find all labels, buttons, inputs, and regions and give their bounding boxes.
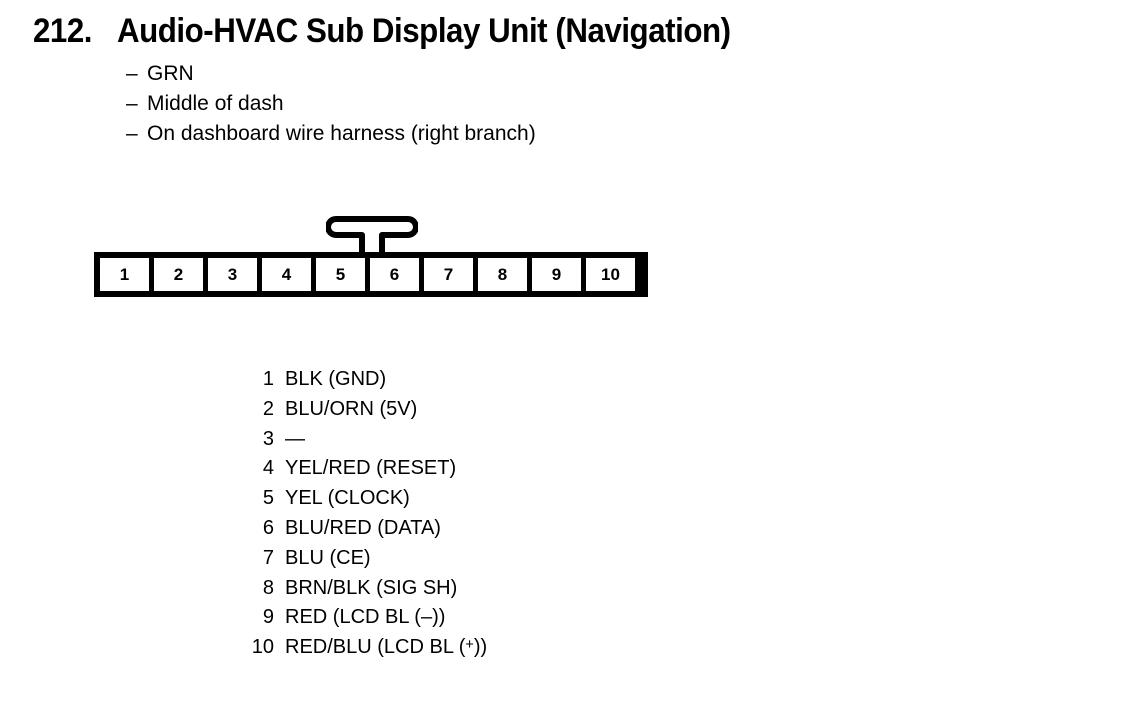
- pin-number: 6: [389, 265, 400, 284]
- legend-pin-label: BLK (GND): [285, 368, 387, 390]
- section-number: 212.: [33, 12, 93, 50]
- legend-pin-number: 9: [262, 606, 274, 629]
- legend-pin-number: 2: [262, 397, 274, 420]
- pin-number: 10: [601, 265, 620, 284]
- legend-row: 8 BRN/BLK (SIG SH): [248, 577, 487, 607]
- legend-pin-label: BLU/ORN (5V): [285, 397, 418, 420]
- page-title: 212. Audio-HVAC Sub Display Unit (Naviga…: [33, 12, 784, 51]
- note-text: Middle of dash: [147, 92, 284, 115]
- dash-bullet-icon: –: [126, 62, 138, 85]
- pin-cavity: 3: [208, 258, 257, 291]
- legend-pin-label: RED (LCD BL (–)): [285, 606, 446, 629]
- pin-number: 7: [443, 265, 454, 284]
- legend-pin-number: 6: [262, 516, 274, 539]
- legend-pin-number: 8: [262, 576, 274, 599]
- pin-cavity: 6: [370, 258, 419, 291]
- legend-pin-label: BRN/BLK (SIG SH): [285, 576, 458, 599]
- pin-cavity: 2: [154, 258, 203, 291]
- legend-row: 7 BLU (CE): [248, 547, 487, 577]
- pin-cavity: 8: [478, 258, 527, 291]
- pin-cavity: 5: [316, 258, 365, 291]
- note-item: – Middle of dash: [126, 92, 536, 122]
- pin-cavity: 9: [532, 258, 581, 291]
- legend-pin-label: BLU (CE): [285, 546, 371, 569]
- legend-pin-number: 4: [262, 457, 274, 480]
- legend-row: 5 YEL (CLOCK): [248, 487, 487, 517]
- connector-lock-tab-icon: [326, 216, 418, 256]
- section-title: Audio-HVAC Sub Display Unit (Navigation): [117, 12, 731, 50]
- pin-number: 4: [281, 265, 292, 284]
- legend-pin-label: —: [285, 427, 305, 450]
- note-item: – On dashboard wire harness (right branc…: [126, 122, 536, 152]
- pin-number: 1: [119, 265, 130, 284]
- legend-pin-number: 3: [262, 427, 274, 450]
- notes-list: – GRN – Middle of dash – On dashboard wi…: [126, 62, 536, 152]
- pin-number: 8: [497, 265, 508, 284]
- legend-row: 3 —: [248, 428, 487, 458]
- pin-number: 5: [335, 265, 346, 284]
- legend-pin-number: 1: [262, 368, 274, 390]
- pin-number: 9: [551, 265, 562, 284]
- legend-row: 2 BLU/ORN (5V): [248, 398, 487, 428]
- pin-number: 2: [173, 265, 184, 284]
- legend-row: 1 BLK (GND): [248, 368, 487, 398]
- legend-pin-label: BLU/RED (DATA): [285, 516, 441, 539]
- legend-pin-label: YEL (CLOCK): [285, 487, 410, 510]
- note-item: – GRN: [126, 62, 536, 92]
- legend-pin-number: 5: [262, 487, 274, 510]
- dash-bullet-icon: –: [126, 122, 138, 145]
- pin-cavity: 10: [586, 258, 635, 291]
- legend-row: 10 RED/BLU (LCD BL (+)): [248, 636, 487, 666]
- legend-pin-number: 7: [262, 546, 274, 569]
- note-text: GRN: [147, 62, 194, 85]
- pin-legend: 1 BLK (GND) 2 BLU/ORN (5V) 3 — 4 YEL/RED…: [248, 368, 487, 666]
- legend-row: 6 BLU/RED (DATA): [248, 517, 487, 547]
- pin-number: 3: [227, 265, 238, 284]
- pin-cavity: 7: [424, 258, 473, 291]
- dash-bullet-icon: –: [126, 92, 138, 115]
- connector-body: 1 2 3 4 5 6 7 8 9 10: [94, 252, 648, 297]
- pin-cavity: 1: [100, 258, 149, 291]
- pin-cavity: 4: [262, 258, 311, 291]
- legend-pin-number: 10: [251, 636, 274, 659]
- legend-pin-label: YEL/RED (RESET): [285, 457, 457, 480]
- legend-row: 9 RED (LCD BL (–)): [248, 606, 487, 636]
- legend-row: 4 YEL/RED (RESET): [248, 457, 487, 487]
- note-text: On dashboard wire harness (right branch): [147, 122, 536, 145]
- legend-pin-label: RED/BLU (LCD BL (+)): [285, 636, 488, 659]
- connector-diagram: 1 2 3 4 5 6 7 8 9 10: [94, 216, 654, 301]
